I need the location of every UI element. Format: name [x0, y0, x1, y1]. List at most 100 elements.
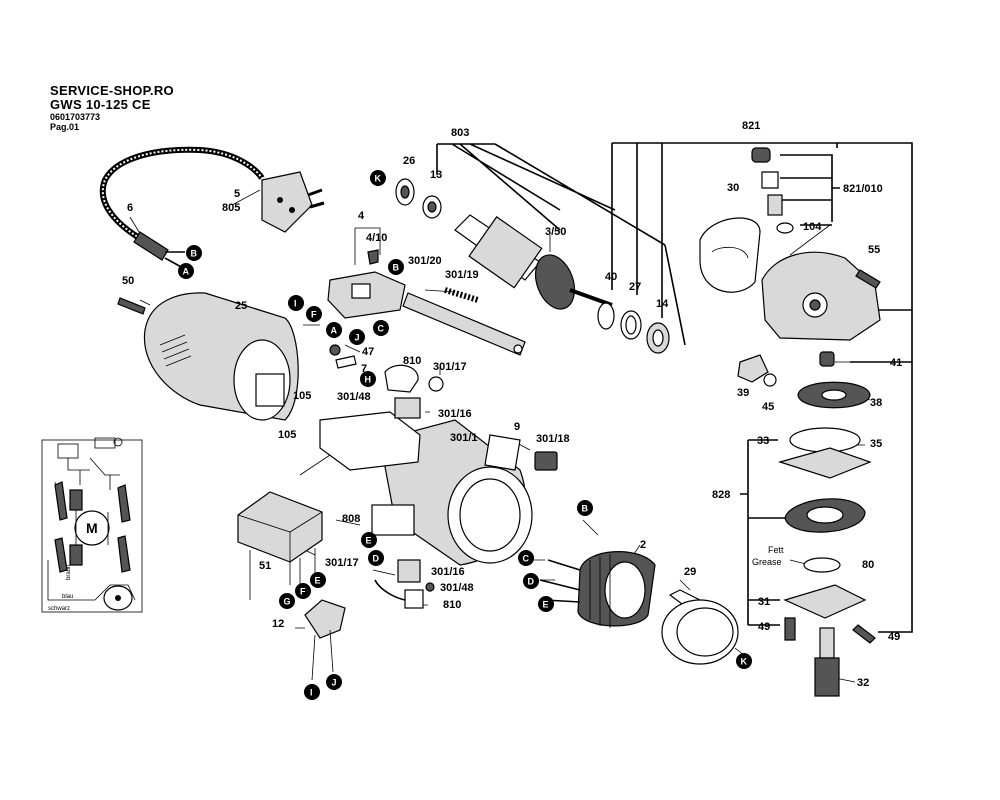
label-30148b: 301/48 [440, 582, 474, 594]
svg-text:F: F [311, 310, 317, 320]
label-38: 38 [870, 397, 882, 409]
marker-I2: I [304, 684, 320, 700]
wiring-schematic: M blau schwarz braun [41, 437, 143, 613]
svg-text:I: I [294, 299, 297, 309]
marker-E3: E [310, 572, 326, 588]
marker-B1: B [186, 245, 202, 261]
power-cord-pattern [101, 148, 263, 249]
brush-holder-810a [384, 364, 419, 393]
label-25: 25 [235, 300, 247, 312]
screw-50 [117, 297, 146, 315]
svg-text:C: C [523, 554, 530, 564]
label-7: 7 [361, 363, 367, 375]
label-4: 4 [358, 210, 365, 222]
marker-K2: K [736, 653, 752, 669]
marker-A2: A [326, 322, 342, 338]
svg-text:A: A [331, 326, 338, 336]
spring-30119 [444, 287, 479, 303]
label-41: 41 [890, 357, 902, 369]
svg-text:D: D [528, 577, 535, 587]
marker-A1: A [178, 263, 194, 279]
page-number: Pag.01 [50, 122, 80, 132]
bracket-803 [436, 143, 686, 346]
label-13: 13 [430, 169, 442, 181]
label-810a: 810 [403, 355, 421, 367]
svg-text:C: C [378, 324, 385, 334]
pinion-39 [737, 354, 769, 383]
spindle-32 [814, 627, 840, 697]
cap-821 [751, 147, 771, 163]
label-31: 31 [758, 596, 770, 608]
screw-30148b [425, 582, 435, 592]
marker-D1: D [523, 573, 539, 589]
svg-text:J: J [332, 678, 337, 688]
svg-text:E: E [315, 576, 321, 586]
brush-30117a [428, 376, 444, 392]
label-350: 3/50 [545, 226, 566, 238]
cord-sleeve-6 [133, 231, 169, 261]
marker-F2: F [295, 583, 311, 599]
label-33: 33 [757, 435, 769, 447]
label-55: 55 [868, 244, 880, 256]
oring-104 [776, 222, 794, 234]
svg-text:B: B [191, 249, 198, 259]
label-104: 104 [803, 221, 822, 233]
svg-text:K: K [741, 657, 748, 667]
flange-31 [783, 584, 867, 619]
marker-J2: J [326, 674, 342, 690]
marker-K1: K [370, 170, 386, 186]
marker-G1: G [279, 593, 295, 609]
label-410: 4/10 [366, 232, 387, 244]
fan-baffle-29 [661, 589, 739, 665]
housing-3011 [319, 411, 533, 566]
svg-text:E: E [543, 600, 549, 610]
brush-holder-30116a [394, 397, 421, 419]
label-5: 5 [234, 188, 240, 200]
armature-350 [454, 214, 613, 310]
bracket-828 [740, 439, 785, 626]
bracket-821010 [780, 154, 840, 226]
marker-B2: B [388, 259, 404, 275]
shop-name: SERVICE-SHOP.RO [50, 83, 174, 98]
svg-text:H: H [365, 375, 372, 385]
svg-text:E: E [366, 536, 372, 546]
svg-text:F: F [300, 587, 306, 597]
label-30119: 301/19 [445, 269, 479, 281]
label-27: 27 [629, 281, 641, 293]
clip-7 [335, 355, 357, 369]
label-805: 805 [222, 202, 240, 214]
svg-text:B: B [582, 504, 589, 514]
svg-text:J: J [355, 333, 360, 343]
marker-J1: J [349, 329, 365, 345]
brush-holder-810b [374, 559, 424, 609]
label-6: 6 [127, 202, 133, 214]
marker-B3: B [577, 500, 593, 516]
wire-label-schwarz: schwarz [48, 606, 70, 612]
label-35: 35 [870, 438, 882, 450]
marker-D2: D [368, 550, 384, 566]
model-name: GWS 10-125 CE [50, 97, 151, 112]
wire-label-blau: blau [62, 594, 73, 600]
label-49a: 49 [758, 621, 770, 633]
plate-9 [484, 434, 521, 471]
label-47: 47 [362, 346, 374, 358]
label-30116a: 301/16 [438, 408, 472, 420]
suppressor-12 [304, 599, 346, 681]
flange-35 [777, 447, 872, 479]
label-29: 29 [684, 566, 696, 578]
marker-I1: I [288, 295, 304, 311]
label-51: 51 [259, 560, 271, 572]
label-30118: 301/18 [536, 433, 570, 445]
marker-E2: E [361, 532, 377, 548]
screw-49b [852, 624, 876, 644]
label-105a: 105 [293, 390, 311, 402]
label-30117b: 301/17 [325, 557, 359, 569]
label-39: 39 [737, 387, 749, 399]
nut-45 [763, 373, 777, 387]
label-105b: 105 [278, 429, 296, 441]
capacitor-51 [237, 491, 323, 585]
washer-80 [803, 557, 841, 573]
svg-text:I: I [310, 688, 313, 698]
label-fett: Fett [768, 545, 784, 555]
